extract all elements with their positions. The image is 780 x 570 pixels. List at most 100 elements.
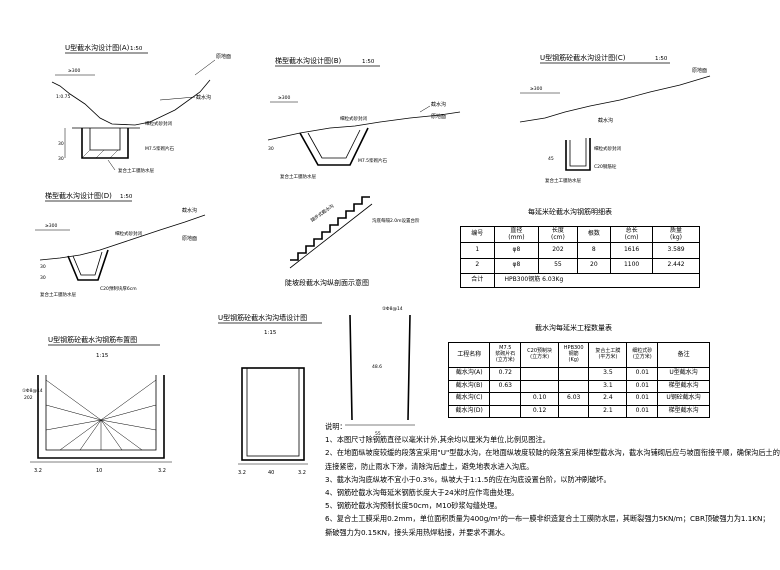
view-a-label-membrane: 复合土工膜防水层 — [118, 167, 154, 174]
stair-base — [289, 203, 373, 269]
rebar-th-1: 直径 (mm) — [493, 225, 540, 244]
table-cell: 3.1 — [588, 379, 628, 393]
table-cell — [489, 404, 522, 418]
view-c-label-membrane: 复合土工膜防水层 — [545, 177, 581, 184]
stair-view: 踏步式截水沟 沟底每隔2.0m设置台阶 陡坡段截水沟纵剖面示意图 — [285, 196, 420, 287]
table-cell: 截水沟(D) — [447, 404, 491, 418]
view-c-label-c20: C20钢筋砼 — [594, 163, 617, 170]
table-cell: 3.5 — [588, 367, 628, 381]
view-a-dim-1: ≥300 — [68, 68, 80, 74]
table-cell: 0.01 — [626, 404, 659, 418]
note-line: 1、本图尺寸除钢筋直径以毫米计外,其余均以厘米为单位,比例见图注。 — [325, 435, 550, 445]
pipe-inner — [246, 367, 300, 457]
qty-th-0: 工程名称 — [447, 342, 491, 368]
rebar-layout-label-1: ①Φ8@14 — [22, 388, 43, 394]
stair-title: 陡坡段截水沟纵剖面示意图 — [285, 278, 369, 287]
rebar-th-4: 总长 (cm) — [610, 225, 654, 244]
view-c: U型钢筋砼截水沟设计图(C) 1:50 ≥300 45 原地面 截水沟 细粒式砂… — [519, 53, 711, 184]
view-b-ground — [267, 111, 461, 141]
table-cell: 20 — [576, 257, 612, 274]
note-line: 撕破强力为0.15KN，接头采用热焊粘接，并要求不漏水。 — [325, 527, 510, 537]
view-c-scale: 1:50 — [655, 56, 668, 62]
view-b-title: 梯型截水沟设计图(B) — [275, 56, 342, 65]
view-a-label-ditch: 截水沟 — [196, 94, 211, 101]
rebar-layout-title: U型钢筋砼截水沟钢筋布置图 — [48, 335, 137, 344]
table-row: 截水沟(B) 0.63 3.1 0.01 梯型截水沟 — [447, 379, 710, 393]
table-cell: 截水沟(B) — [447, 379, 491, 393]
table-cell — [520, 367, 559, 381]
view-d-dim-2: 30 — [40, 264, 46, 270]
table-cell: 2.4 — [588, 392, 628, 406]
view-c-label-ground: 原地面 — [692, 67, 707, 74]
table-cell: 1100 — [610, 257, 654, 274]
view-d-label-ditch: 截水沟 — [182, 207, 197, 214]
view-b-dim-1: ≥300 — [278, 95, 290, 101]
pipe-dim-1: 3.2 — [238, 470, 246, 476]
view-b-channel — [299, 127, 369, 166]
table-cell: 202 — [538, 242, 578, 259]
drawing-sheet: U型截水沟设计图(A) 1:50 原地面 截水沟 细粒式砂封闭 M7.5浆砌片石… — [22, 43, 711, 476]
rebar-shape-lines — [349, 314, 411, 421]
rebar-layout-fan — [45, 379, 157, 451]
view-a-channel-inner — [89, 128, 121, 151]
table-row: 截水沟(A) 0.72 3.5 0.01 U型截水沟 — [447, 367, 710, 381]
pipe-scale: 1:15 — [264, 330, 277, 336]
table-cell: 合计 — [460, 272, 495, 289]
table-cell: 8 — [576, 242, 612, 259]
table-row: 截水沟(C) 0.10 6.03 2.4 0.01 U钢砼截水沟 — [447, 392, 710, 406]
table-cell — [489, 392, 522, 406]
table-cell: 1616 — [610, 242, 654, 259]
view-a-scale: 1:50 — [130, 46, 143, 52]
qty-th-3: HPB300 钢筋 (Kg) — [557, 342, 590, 368]
qty-th-4: 复合土工膜 (平方米) — [588, 342, 628, 368]
table-cell — [557, 367, 590, 381]
view-c-channel — [565, 138, 591, 171]
note-line: 6、复合土工膜采用0.2mm，单位面积质量为400g/m²的一布一膜非织造复合土… — [325, 514, 770, 524]
rebar-layout-label-2: 202 — [24, 395, 33, 401]
view-a-dim-4: 30 — [58, 156, 64, 162]
rebar-table: 编号 直径 (mm) 长度 (cm) 根数 总长 (cm) 质量 (kg) 1 … — [460, 225, 701, 289]
pipe-dim-2: 3.2 — [298, 470, 306, 476]
table-cell: 0.10 — [520, 392, 559, 406]
table-cell: U钢砼截水沟 — [657, 392, 710, 406]
pipe-outer — [241, 367, 305, 461]
view-b-label-membrane: 复合土工膜防水层 — [280, 173, 316, 180]
view-c-title: U型钢筋砼截水沟设计图(C) — [540, 53, 626, 62]
table-cell: 2 — [460, 257, 495, 274]
view-a-dim-2: 1:0.75 — [56, 94, 71, 100]
table-cell — [520, 379, 559, 393]
rebar-layout-outer — [37, 375, 165, 459]
view-a-channel — [81, 128, 129, 159]
view-a: U型截水沟设计图(A) 1:50 原地面 截水沟 细粒式砂封闭 M7.5浆砌片石… — [51, 43, 231, 174]
view-b-label-ground: 原地面 — [431, 113, 446, 120]
view-a-leader-1 — [194, 59, 216, 76]
view-b: 梯型截水沟设计图(B) 1:50 ≥300 30 截水沟 原地面 细粒式砂封闭 … — [267, 56, 461, 180]
quantity-table-title: 截水沟每延米工程数量表 — [535, 323, 612, 332]
pipe-dim-3: 40 — [268, 470, 274, 476]
view-c-channel-inner — [569, 138, 587, 167]
qty-th-6: 备注 — [657, 342, 710, 368]
view-d-channel-inner — [72, 251, 103, 276]
rebar-shape-view: ②Φ8@14 48.6 55 — [345, 306, 415, 437]
view-c-dim-2: 45 — [548, 156, 554, 162]
note-line: 5、钢筋砼截水沟预制长度50cm，M10砂浆勾缝处理。 — [325, 501, 502, 511]
table-cell: 0.01 — [626, 367, 659, 381]
view-d-dim-1: ≥300 — [45, 223, 57, 229]
view-a-label-seal: 细粒式砂封闭 — [145, 120, 172, 127]
note-line: 3、截水沟沟底纵坡不宜小于0.3%，纵坡大于1:1.5的应在沟底设置台阶，以防冲… — [325, 474, 611, 484]
view-d-label-c20: C20预制块厚6cm — [100, 285, 137, 292]
view-d-channel — [67, 249, 109, 281]
rebar-layout-view: U型钢筋砼截水沟钢筋布置图 1:15 ①Φ8@14 202 3.2 10 3.2 — [22, 335, 172, 474]
rebar-th-5: 质量 (kg) — [652, 225, 700, 244]
rebar-layout-dim-1: 3.2 — [34, 468, 42, 474]
table-cell: φ8 — [493, 257, 540, 274]
rebar-shape-label-3: 55 — [375, 431, 381, 437]
view-a-leader-2 — [159, 96, 196, 101]
rebar-th-3: 根数 — [576, 225, 612, 244]
qty-th-1: M7.5 浆砌片石 (立方米) — [489, 342, 522, 368]
rebar-shape-label-1: ②Φ8@14 — [382, 306, 403, 312]
stair-label-2: 沟底每隔2.0m设置台阶 — [372, 217, 420, 224]
table-cell: U型截水沟 — [657, 367, 710, 381]
rebar-layout-scale: 1:15 — [96, 353, 109, 359]
view-d-label-ground: 原地面 — [182, 235, 197, 242]
